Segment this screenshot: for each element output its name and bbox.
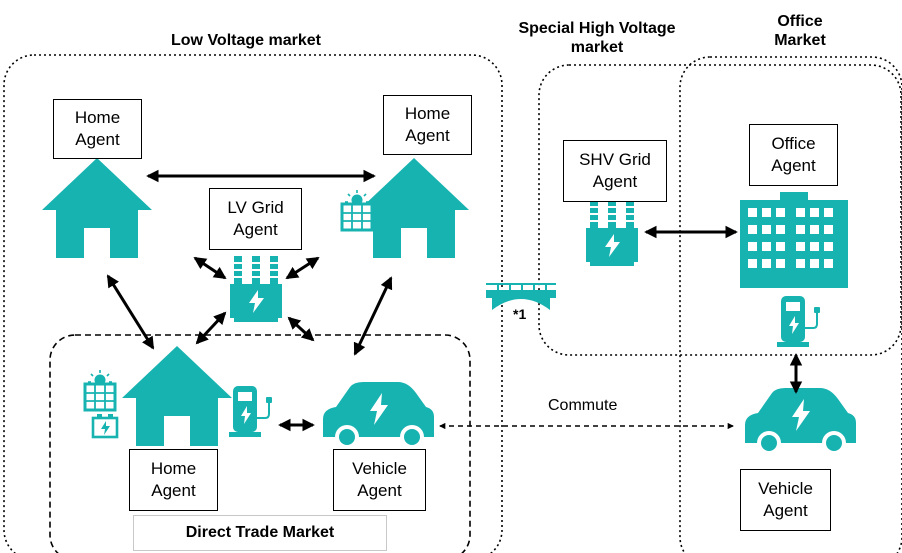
- arrow-home-left-direct: [106, 274, 155, 350]
- bridge-note-label: *1: [513, 306, 527, 322]
- arrow-grid-home-right: [285, 256, 320, 280]
- ev-charger-icon: [228, 385, 273, 438]
- home-agent-bottom-box: Home Agent: [129, 449, 218, 511]
- arrow-grid-vehicle: [287, 316, 315, 342]
- office-market-region: [679, 56, 902, 553]
- low-voltage-market-title: Low Voltage market: [171, 32, 321, 49]
- office-building-icon: [740, 192, 848, 288]
- transformer-icon: [230, 256, 282, 322]
- solar-panel-icon: [340, 188, 374, 232]
- bridge-icon: [486, 283, 556, 310]
- house-icon: [359, 158, 469, 258]
- house-icon: [42, 158, 152, 258]
- vehicle-agent-office-box: Vehicle Agent: [740, 469, 831, 531]
- arrow-grid-home-bottom: [195, 311, 227, 345]
- solar-panel-icon: [83, 368, 117, 412]
- electric-car-icon: [745, 388, 856, 455]
- ev-charger-icon: [776, 295, 821, 348]
- direct-trade-market-region: [49, 334, 471, 553]
- electric-car-icon: [323, 382, 434, 449]
- shv-market-title: Special High Voltage market: [518, 20, 676, 56]
- shv-market-region: [538, 64, 902, 356]
- office-market-title: Office Market: [774, 13, 826, 49]
- arrow-grid-home-left: [193, 256, 227, 280]
- house-icon: [122, 346, 232, 446]
- lv-grid-agent-box: LV Grid Agent: [209, 188, 302, 250]
- direct-trade-market-title: Direct Trade Market: [133, 515, 387, 551]
- battery-icon: [91, 412, 119, 439]
- office-agent-box: Office Agent: [749, 124, 838, 186]
- vehicle-agent-bottom-box: Vehicle Agent: [333, 449, 426, 511]
- arrow-home-right-vehicle: [353, 276, 393, 356]
- home-agent-left-box: Home Agent: [53, 99, 142, 159]
- commute-label: Commute: [548, 397, 618, 414]
- shv-grid-agent-box: SHV Grid Agent: [563, 140, 667, 202]
- transformer-icon: [586, 200, 638, 266]
- home-agent-right-box: Home Agent: [383, 95, 472, 155]
